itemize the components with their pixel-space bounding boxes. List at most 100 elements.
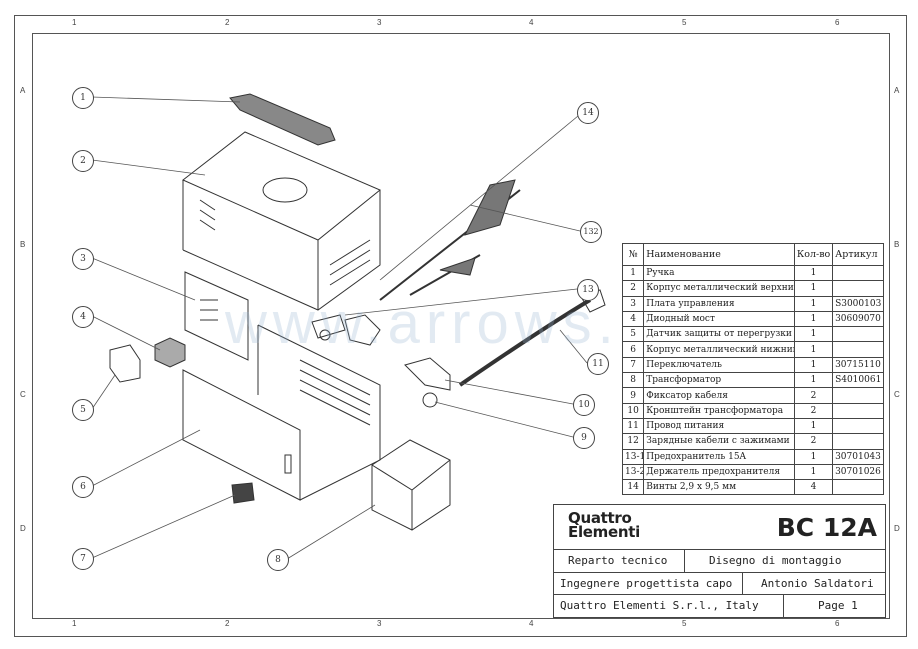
part-article <box>832 341 884 358</box>
part-number: 3 <box>621 295 645 312</box>
part-quantity: 1 <box>793 341 834 358</box>
zone-col-2-bottom: 2 <box>225 619 230 628</box>
fuse-holder-part <box>311 314 346 339</box>
part-quantity: 1 <box>793 448 834 465</box>
callout-leader-lines <box>91 96 588 560</box>
control-board-part <box>184 271 249 361</box>
zone-col-5-bottom: 5 <box>682 619 687 628</box>
zone-row-c-right: C <box>894 390 900 399</box>
header-name: Наименование <box>643 243 795 266</box>
callout-8: 8 <box>267 549 289 571</box>
callout-9: 9 <box>573 427 595 449</box>
part-quantity: 1 <box>793 356 834 374</box>
part-name: Переключатель <box>643 356 795 374</box>
transformer-part <box>371 439 451 531</box>
part-number: 11 <box>621 417 645 435</box>
part-article <box>832 280 884 297</box>
outer-frame <box>14 15 907 637</box>
part-article: 30701043 <box>832 448 884 465</box>
part-quantity: 4 <box>793 479 834 496</box>
watermark: www.arrows.ru <box>225 291 684 356</box>
table-header-row: № Наименование Кол-во Артикул <box>621 243 884 266</box>
handle-part <box>229 93 336 146</box>
zone-row-c: C <box>20 390 26 399</box>
part-name: Провод питания <box>643 417 795 435</box>
zone-row-b-right: B <box>894 240 900 249</box>
part-number: 5 <box>621 326 645 343</box>
part-number: 4 <box>621 310 645 328</box>
part-article <box>832 387 884 404</box>
zone-col-3-bottom: 3 <box>377 619 382 628</box>
callout-1: 1 <box>72 87 94 109</box>
zone-row-a: A <box>20 86 26 95</box>
logo-line-1: Quattro <box>568 509 632 527</box>
part-article <box>832 326 884 343</box>
part-quantity: 1 <box>793 463 834 481</box>
charging-cables-part <box>379 179 521 301</box>
part-quantity: 2 <box>793 402 834 419</box>
part-quantity: 1 <box>793 280 834 297</box>
callout-5: 5 <box>72 399 94 421</box>
part-name: Предохранитель 15A <box>643 448 795 465</box>
callout-7: 7 <box>72 548 94 570</box>
part-name: Винты 2,9 x 9,5 мм <box>643 479 795 496</box>
zone-col-4-bottom: 4 <box>529 619 534 628</box>
part-quantity: 2 <box>793 433 834 450</box>
engineer-name: Antonio Saldatori <box>742 573 886 595</box>
part-name: Корпус металлический нижний <box>643 341 795 358</box>
part-number: 1 <box>621 264 645 282</box>
model-name: BC 12A <box>776 513 877 542</box>
header-article: Артикул <box>832 243 884 266</box>
part-number: 7 <box>621 356 645 374</box>
zone-row-d: D <box>20 524 26 533</box>
part-name: Держатель предохранителя <box>643 463 795 481</box>
header-number: № <box>621 243 645 266</box>
title-block: Quattro Elementi BC 12A Reparto tecnico … <box>553 504 886 618</box>
logo-line-2: Elementi <box>568 523 640 541</box>
zone-col-1-bottom: 1 <box>72 619 77 628</box>
upper-case-part <box>182 131 381 311</box>
part-article: S3000103 <box>832 295 884 312</box>
company-logo: Quattro Elementi <box>568 509 640 541</box>
title-row-engineer: Ingegnere progettista capo Antonio Salda… <box>554 572 885 595</box>
part-quantity: 1 <box>793 310 834 328</box>
part-quantity: 1 <box>793 295 834 312</box>
diode-bridge-part <box>154 337 186 368</box>
cable-fixer-part <box>319 329 438 408</box>
part-number: 8 <box>621 372 645 389</box>
zone-col-5: 5 <box>682 18 687 27</box>
zone-col-3: 3 <box>377 18 382 27</box>
drawing-type: Disegno di montaggio <box>684 550 885 572</box>
switch-part <box>231 482 255 504</box>
part-article: 30715110 <box>832 356 884 374</box>
part-number: 12 <box>621 433 645 450</box>
part-article <box>832 402 884 419</box>
part-article: 30701026 <box>832 463 884 481</box>
part-quantity: 1 <box>793 372 834 389</box>
part-number: 13-1 <box>621 448 645 465</box>
callout-4: 4 <box>72 306 94 328</box>
part-name: Диодный мост <box>643 310 795 328</box>
callout-13: 13 <box>577 279 599 301</box>
zone-row-a-right: A <box>894 86 900 95</box>
part-name: Трансформатор <box>643 372 795 389</box>
transformer-bracket-part <box>344 314 451 391</box>
title-row-department: Reparto tecnico Disegno di montaggio <box>554 549 885 572</box>
lower-case-part <box>182 324 381 501</box>
callout-12: 132 <box>580 221 602 243</box>
callout-14: 14 <box>577 102 599 124</box>
zone-row-b: B <box>20 240 26 249</box>
